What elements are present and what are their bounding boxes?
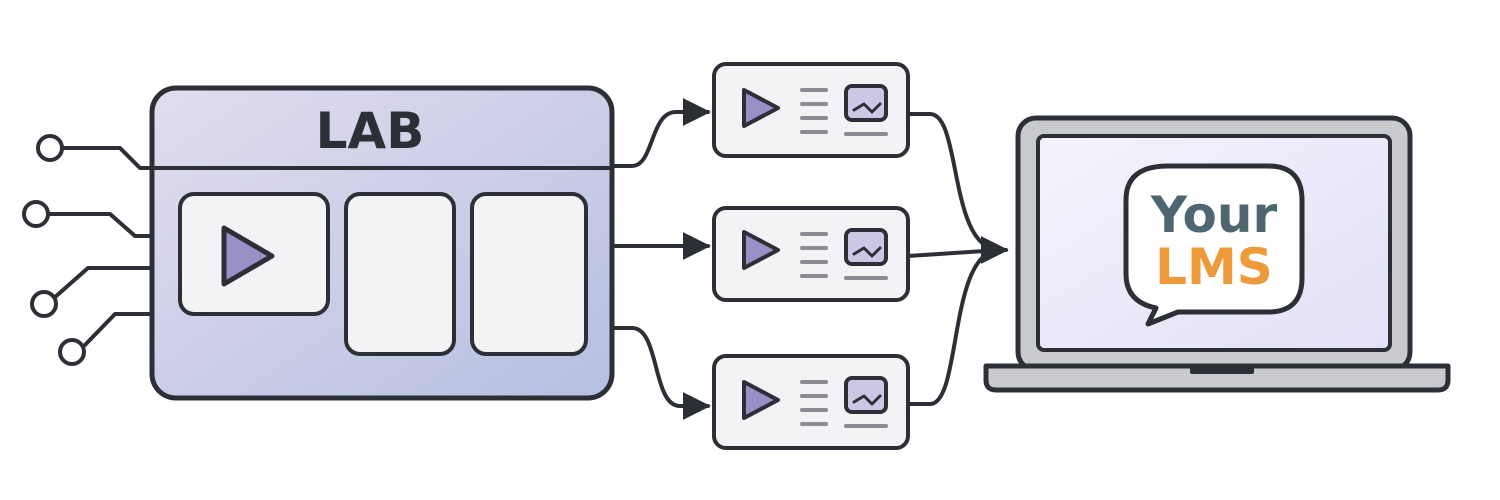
input-wire-4 bbox=[82, 312, 154, 348]
laptop: Your LMS bbox=[983, 115, 1451, 393]
input-wire-3 bbox=[52, 266, 154, 300]
lab-title: LAB bbox=[316, 102, 425, 160]
text-lines-icon bbox=[800, 88, 828, 134]
lab-to-module-connectors bbox=[610, 98, 711, 420]
module-to-lms-connectors bbox=[906, 112, 1009, 406]
image-thumbnail-wave bbox=[852, 246, 882, 258]
connector-lab-module-1 bbox=[610, 98, 711, 168]
play-icon bbox=[221, 225, 275, 287]
lab-panel-2 bbox=[344, 192, 456, 356]
input-wire-1 bbox=[60, 146, 154, 170]
circle-node-icon bbox=[22, 200, 50, 228]
image-thumbnail-wave bbox=[852, 102, 882, 114]
lab-panel-3 bbox=[470, 192, 588, 356]
play-icon bbox=[742, 380, 780, 420]
module-card-3 bbox=[712, 354, 910, 450]
module-card-2 bbox=[712, 206, 910, 302]
connector-module-1-lms bbox=[906, 112, 1002, 252]
image-thumbnail-icon bbox=[844, 228, 888, 266]
input-connectors bbox=[22, 134, 154, 366]
lab-box: LAB bbox=[149, 85, 615, 401]
lms-line-your: Your bbox=[1150, 186, 1278, 244]
circle-node-icon bbox=[30, 290, 58, 318]
image-thumbnail-icon bbox=[844, 376, 888, 414]
input-wire-2 bbox=[46, 212, 154, 238]
laptop-trackpad-notch bbox=[1190, 366, 1254, 374]
circle-node-icon bbox=[58, 338, 86, 366]
connector-lab-module-3 bbox=[610, 326, 711, 420]
image-thumbnail-icon bbox=[844, 84, 888, 122]
laptop-base bbox=[983, 363, 1451, 393]
text-lines-icon bbox=[800, 380, 828, 426]
play-icon bbox=[742, 230, 780, 270]
speech-bubble bbox=[1123, 163, 1305, 327]
play-icon bbox=[742, 88, 780, 128]
module-card-1 bbox=[712, 62, 910, 158]
image-thumbnail-wave bbox=[852, 394, 882, 406]
lms-line-lms: LMS bbox=[1155, 238, 1273, 296]
text-lines-icon bbox=[800, 232, 828, 278]
circle-node-icon bbox=[36, 134, 64, 162]
